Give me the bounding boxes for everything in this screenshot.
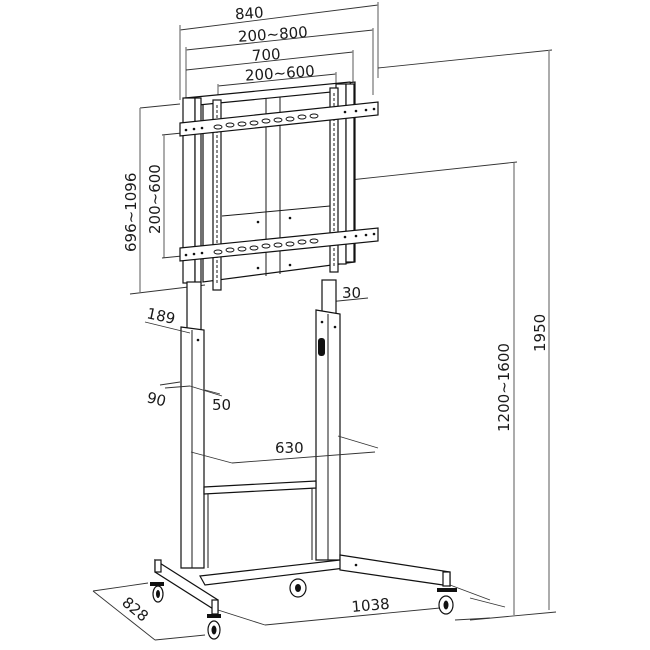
vesa-mount-frame <box>179 81 379 291</box>
caster-wheel-icon <box>150 582 164 603</box>
right-height-dimensions <box>349 49 557 621</box>
dim-30: 30 <box>342 284 361 302</box>
caster-wheel-icon <box>289 578 307 598</box>
dim-90: 90 <box>145 388 168 410</box>
caster-wheels <box>150 578 457 640</box>
dim-1200-1600: 1200~1600 <box>495 343 513 432</box>
caster-wheel-icon <box>437 588 457 615</box>
stand-columns <box>180 279 341 569</box>
dim-700: 700 <box>251 45 281 65</box>
dim-50: 50 <box>212 396 231 414</box>
bar-holes <box>184 107 376 257</box>
dim-1950: 1950 <box>531 314 549 352</box>
dim-630: 630 <box>275 439 304 457</box>
dim-840: 840 <box>234 3 264 23</box>
dim-1038: 1038 <box>351 595 391 616</box>
dim-828: 828 <box>118 593 152 625</box>
stand-base <box>92 554 491 641</box>
dim-200-600-vertical: 200~600 <box>146 164 164 234</box>
dim-189: 189 <box>145 304 177 328</box>
top-width-dimensions <box>179 2 379 100</box>
dim-696-1096: 696~1096 <box>122 173 140 252</box>
caster-wheel-icon <box>207 614 221 640</box>
control-panel-icon <box>318 338 325 356</box>
dim-200-800: 200~800 <box>237 23 308 46</box>
dim-200-600-horizontal: 200~600 <box>244 62 315 85</box>
